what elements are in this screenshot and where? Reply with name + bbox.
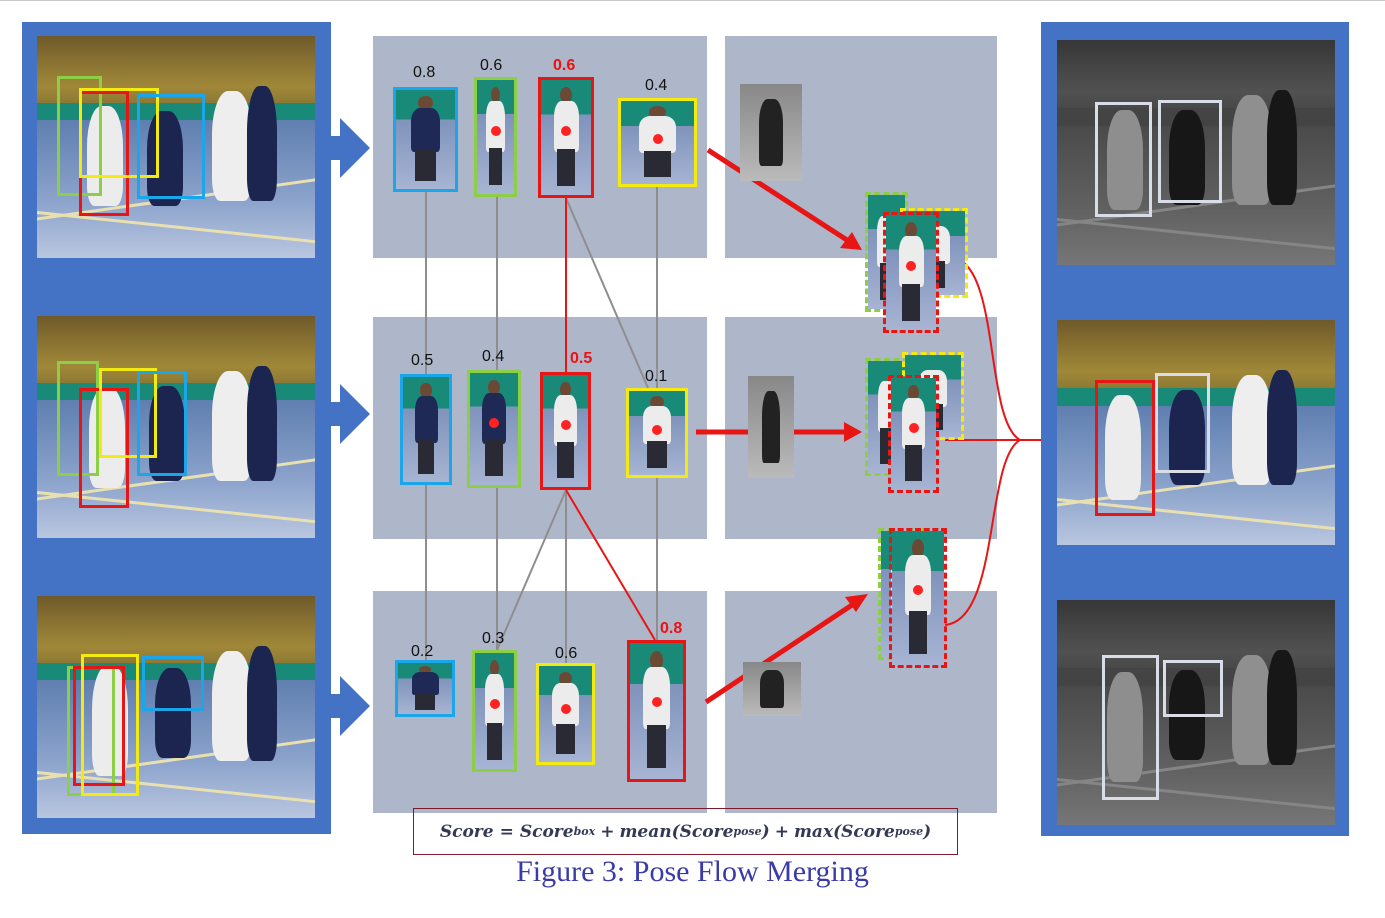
candidate-crop-yellow [618, 98, 697, 187]
figure-caption: Figure 3: Pose Flow Merging [516, 855, 869, 888]
bbox-yellow [79, 88, 159, 178]
formula-plus: + [600, 821, 615, 842]
candidate-crop-green [472, 650, 517, 772]
bbox-yellow [99, 368, 157, 458]
candidate-crop-yellow [626, 388, 688, 478]
output-bbox [1163, 660, 1223, 717]
score-r3-c1: 0.2 [411, 643, 434, 660]
matched-thumbnail-2 [748, 376, 794, 478]
formula-sub-pose: pose [733, 825, 762, 838]
row-1-arrow [318, 118, 370, 178]
formula-sub-box: box [573, 825, 596, 838]
candidate-crop-yellow [536, 663, 595, 765]
bbox-red [73, 666, 125, 786]
score-r2-c1: 0.5 [411, 352, 434, 369]
formula-term-box: Score [519, 821, 574, 842]
bbox-green [57, 361, 99, 476]
formula-sub-pose: pose [894, 825, 924, 838]
candidate-crop-red [627, 640, 686, 782]
row-2-arrow [318, 384, 370, 444]
formula-lhs: Score [439, 821, 494, 842]
bbox-yellow [81, 654, 139, 796]
formula-paren: ) [923, 821, 932, 842]
input-frame-2 [37, 316, 315, 538]
candidate-crop-blue [393, 87, 458, 192]
output-frame-1 [1057, 40, 1335, 265]
output-bbox-red [1095, 380, 1155, 516]
candidate-crop-green [467, 370, 521, 488]
bbox-blue [137, 94, 205, 199]
input-frame-3 [37, 596, 315, 818]
matched-thumbnail-1 [740, 84, 802, 181]
score-r2-c4: 0.1 [645, 368, 668, 385]
score-r3-c3: 0.6 [555, 645, 578, 662]
score-r1-c2: 0.6 [480, 57, 503, 74]
output-bbox [1158, 100, 1222, 203]
score-r1-c1: 0.8 [413, 64, 436, 81]
score-r1-c3: 0.6 [553, 57, 576, 74]
score-r3-c4: 0.8 [660, 620, 683, 637]
output-bbox [1095, 102, 1152, 217]
score-r2-c3: 0.5 [570, 350, 593, 367]
bbox-blue [137, 371, 187, 476]
merged-crop-red [889, 528, 947, 668]
merged-crop-red [883, 212, 939, 333]
output-frame-3 [1057, 600, 1335, 825]
output-bbox [1102, 655, 1159, 800]
score-r3-c2: 0.3 [482, 630, 505, 647]
candidate-crop-blue [400, 374, 452, 485]
bbox-blue [142, 656, 204, 711]
merged-crop-red [888, 375, 939, 493]
output-frame-2 [1057, 320, 1335, 545]
candidate-crop-blue [395, 660, 455, 717]
candidate-crop-green [474, 77, 517, 197]
input-frame-1 [37, 36, 315, 258]
output-bbox [1155, 373, 1210, 473]
formula-equals: = [499, 821, 514, 842]
score-r2-c2: 0.4 [482, 348, 505, 365]
formula-paren: ) [761, 821, 770, 842]
candidate-crop-red [540, 372, 591, 490]
candidate-crop-red [538, 77, 594, 198]
bbox-red [79, 388, 129, 508]
matched-thumbnail-3 [743, 662, 801, 716]
row-3-arrow [318, 676, 370, 736]
top-rule [0, 0, 1385, 1]
formula-term-max: max(Score [793, 821, 895, 842]
formula-plus: + [774, 821, 789, 842]
formula-term-mean: mean(Score [619, 821, 734, 842]
score-r1-c4: 0.4 [645, 77, 668, 94]
